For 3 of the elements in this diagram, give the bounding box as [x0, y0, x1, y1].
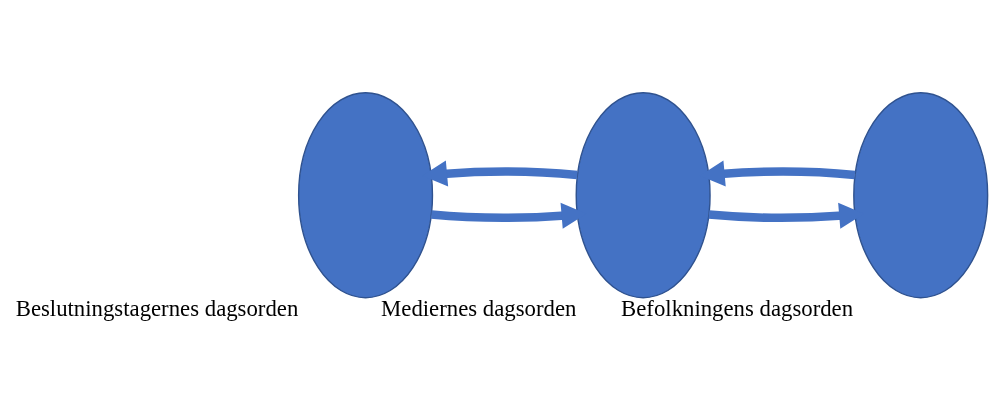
node-label: Befolkningens dagsorden: [621, 295, 854, 321]
node-label: Beslutningstagernes dagsorden: [15, 295, 299, 321]
node-label: Mediernes dagsorden: [381, 295, 577, 321]
